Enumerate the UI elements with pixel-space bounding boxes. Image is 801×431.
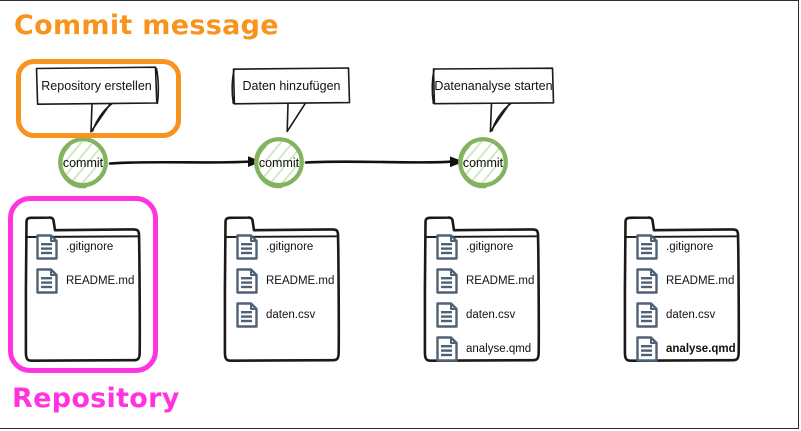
file-list-item: daten.csv <box>236 302 315 328</box>
file-document-icon <box>36 268 58 294</box>
file-document-icon <box>436 234 458 260</box>
file-name: daten.csv <box>666 309 716 321</box>
file-name: README.md <box>266 275 335 287</box>
commit-arrow-2 <box>304 160 454 164</box>
file-list-item: .gitignore <box>436 234 513 260</box>
commit-message-highlight-box <box>16 59 181 138</box>
file-list-item: README.md <box>236 268 334 294</box>
file-document-icon <box>236 302 258 328</box>
commit-message-label-3: Datenanalyse starten <box>434 79 553 93</box>
file-list-item: analyse.qmd <box>436 336 531 362</box>
file-document-icon <box>436 336 458 362</box>
file-name: daten.csv <box>266 309 316 321</box>
commit-arrow-1 <box>108 160 252 165</box>
file-document-icon <box>236 234 258 260</box>
file-list-item: README.md <box>436 268 534 294</box>
file-list-item: daten.csv <box>636 302 715 328</box>
file-name: .gitignore <box>66 241 114 253</box>
file-document-icon <box>36 234 58 260</box>
page-title-commit-message: Commit message <box>14 10 279 41</box>
file-document-icon <box>236 268 258 294</box>
file-list-item: .gitignore <box>236 234 313 260</box>
file-name: daten.csv <box>466 309 516 321</box>
file-document-icon <box>436 302 458 328</box>
file-name: analyse.qmd <box>666 343 736 355</box>
page-title-repository: Repository <box>12 383 180 414</box>
commit-message-label-1: Repository erstellen <box>41 79 152 93</box>
commit-node-label-2: commit <box>258 156 300 170</box>
file-list-item: .gitignore <box>36 234 113 260</box>
file-name: README.md <box>666 275 735 287</box>
repository-highlight-box <box>8 196 158 373</box>
file-list-item: README.md <box>636 268 734 294</box>
file-name: analyse.qmd <box>466 343 532 355</box>
file-list-item: daten.csv <box>436 302 515 328</box>
file-name: .gitignore <box>266 241 314 253</box>
file-document-icon <box>636 234 658 260</box>
commit-node-label-3: commit <box>462 156 504 170</box>
file-name: .gitignore <box>666 241 714 253</box>
file-list-item: README.md <box>36 268 134 294</box>
file-document-icon <box>436 268 458 294</box>
file-name: README.md <box>466 275 535 287</box>
file-document-icon <box>636 268 658 294</box>
file-name: .gitignore <box>466 241 514 253</box>
commit-message-label-2: Daten hinzufügen <box>242 79 341 93</box>
speech-bubble-3 <box>431 67 555 133</box>
file-list-item: .gitignore <box>636 234 713 260</box>
file-list-item: analyse.qmd <box>636 336 736 362</box>
speech-bubble-2 <box>231 67 351 133</box>
commit-node-label-1: commit <box>62 156 104 170</box>
file-document-icon <box>636 336 658 362</box>
file-document-icon <box>636 302 658 328</box>
file-name: README.md <box>66 275 135 287</box>
